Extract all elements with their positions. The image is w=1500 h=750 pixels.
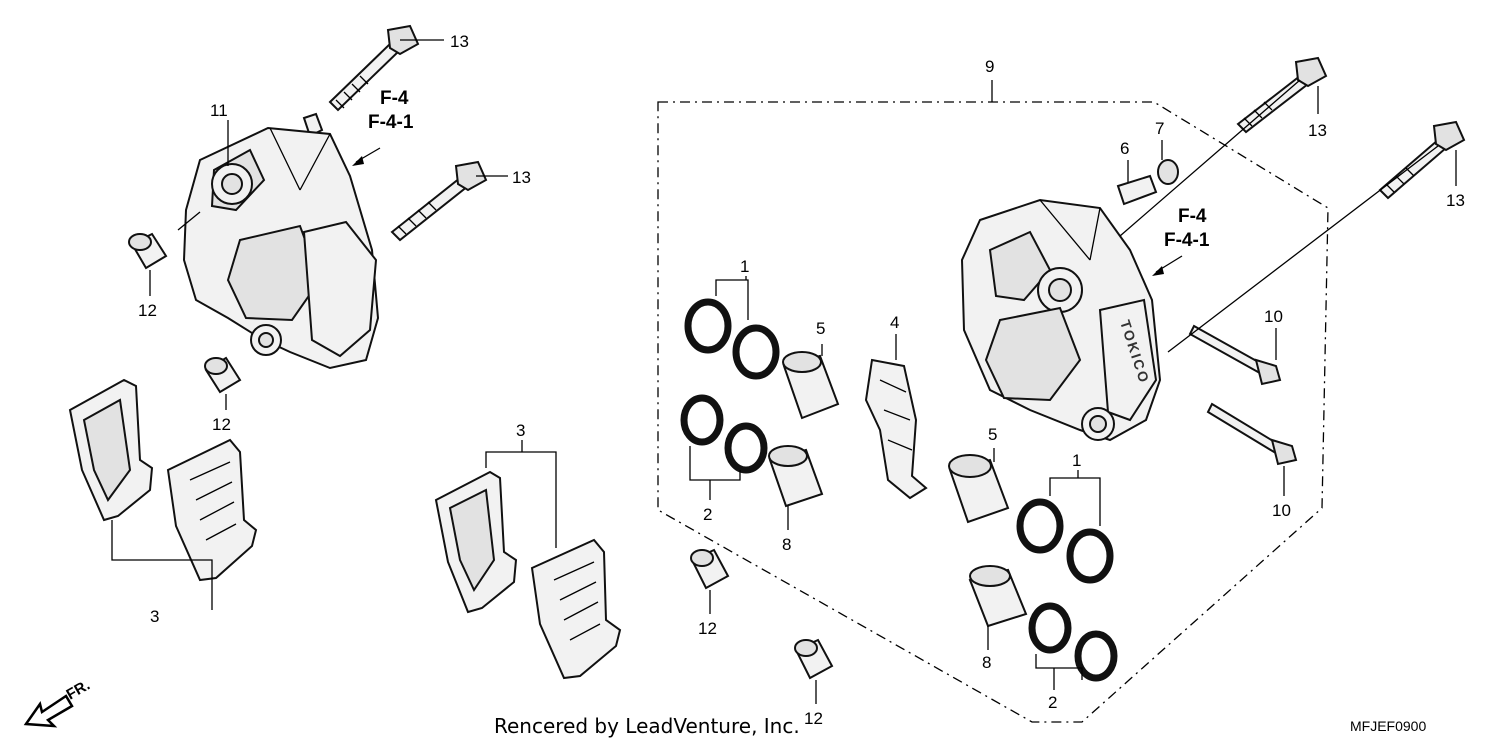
piston-8-right[interactable] <box>968 565 1028 628</box>
ref-right-line1: F-4 <box>1178 206 1207 227</box>
piston-8-left[interactable] <box>768 445 824 508</box>
callout-13-right: 13 <box>1446 191 1465 210</box>
brake-pad-mid-a[interactable] <box>434 470 518 614</box>
bolt-axis-upper <box>1119 79 1301 237</box>
brake-pad-left-b[interactable] <box>166 438 258 582</box>
pad-pin-10-upper[interactable] <box>1188 324 1282 386</box>
ref-left-line1: F-4 <box>380 88 409 109</box>
callout-5-right: 5 <box>988 425 997 444</box>
ref-left-line2: F-4-1 <box>368 112 414 133</box>
bolt-13-right[interactable] <box>1378 120 1466 200</box>
callout-6: 6 <box>1120 139 1129 158</box>
callout-4: 4 <box>890 313 899 332</box>
piston-seal-1-d[interactable] <box>1066 528 1114 584</box>
caliper-body-right[interactable] <box>960 198 1162 442</box>
callout-13-top-right: 13 <box>1308 121 1327 140</box>
dust-seal-2-d[interactable] <box>1074 630 1118 682</box>
brake-pad-mid-b[interactable] <box>530 538 622 680</box>
callout-10-upper: 10 <box>1264 307 1283 326</box>
bleeder-screw-6[interactable] <box>1116 174 1158 206</box>
dust-seal-2-b[interactable] <box>724 422 768 474</box>
callout-5-left: 5 <box>816 319 825 338</box>
callout-9: 9 <box>985 57 994 76</box>
caliper-body-left[interactable] <box>182 126 380 370</box>
callout-12-mid-lower: 12 <box>804 709 823 728</box>
callout-12-mid-upper: 12 <box>698 619 717 638</box>
callout-13-mid-left: 13 <box>512 168 531 187</box>
bolt-13-mid-left[interactable] <box>390 160 488 242</box>
piston-5-left[interactable] <box>782 351 840 420</box>
callout-8-left: 8 <box>782 535 791 554</box>
bleeder-cap-7[interactable] <box>1157 159 1179 185</box>
ref-right-line2: F-4-1 <box>1164 230 1210 251</box>
callout-7: 7 <box>1155 119 1164 138</box>
piston-seal-1-b[interactable] <box>732 324 780 380</box>
callout-1-right: 1 <box>1072 451 1081 470</box>
assembly-9-outline <box>657 101 1329 723</box>
callout-3-mid: 3 <box>516 421 525 440</box>
collar-12-mid-upper[interactable] <box>690 548 730 590</box>
callout-2-left: 2 <box>703 505 712 524</box>
bolt-axis-lower <box>1167 145 1439 353</box>
pad-spring-4[interactable] <box>864 358 928 500</box>
dust-seal-2-a[interactable] <box>680 394 724 446</box>
render-credit: Rencered by LeadVenture, Inc. <box>494 714 800 738</box>
brake-pad-left-a[interactable] <box>68 378 154 522</box>
collar-12-left-upper[interactable] <box>128 232 168 270</box>
front-direction-arrow-icon <box>23 694 74 728</box>
collar-12-left-lower[interactable] <box>204 356 242 394</box>
callout-13-top-left: 13 <box>450 32 469 51</box>
piston-seal-1-c[interactable] <box>1016 498 1064 554</box>
callout-11: 11 <box>210 101 228 120</box>
bracket-3-mid <box>485 451 557 548</box>
bracket-3-left <box>111 520 213 610</box>
callout-2-right: 2 <box>1048 693 1057 712</box>
pad-pin-10-lower[interactable] <box>1206 402 1298 466</box>
callout-12-left-upper: 12 <box>138 301 157 320</box>
callout-8-right: 8 <box>982 653 991 672</box>
clip-left[interactable] <box>302 112 324 138</box>
callout-10-lower: 10 <box>1272 501 1291 520</box>
piston-5-right[interactable] <box>948 454 1010 524</box>
collar-12-mid-lower[interactable] <box>794 638 834 680</box>
dust-seal-2-c[interactable] <box>1028 602 1072 654</box>
diagram-code: MFJEF0900 <box>1350 718 1426 734</box>
callout-1-left: 1 <box>740 257 749 276</box>
callout-3-left: 3 <box>150 607 159 626</box>
callout-12-left-lower: 12 <box>212 415 231 434</box>
piston-seal-1-a[interactable] <box>684 298 732 354</box>
